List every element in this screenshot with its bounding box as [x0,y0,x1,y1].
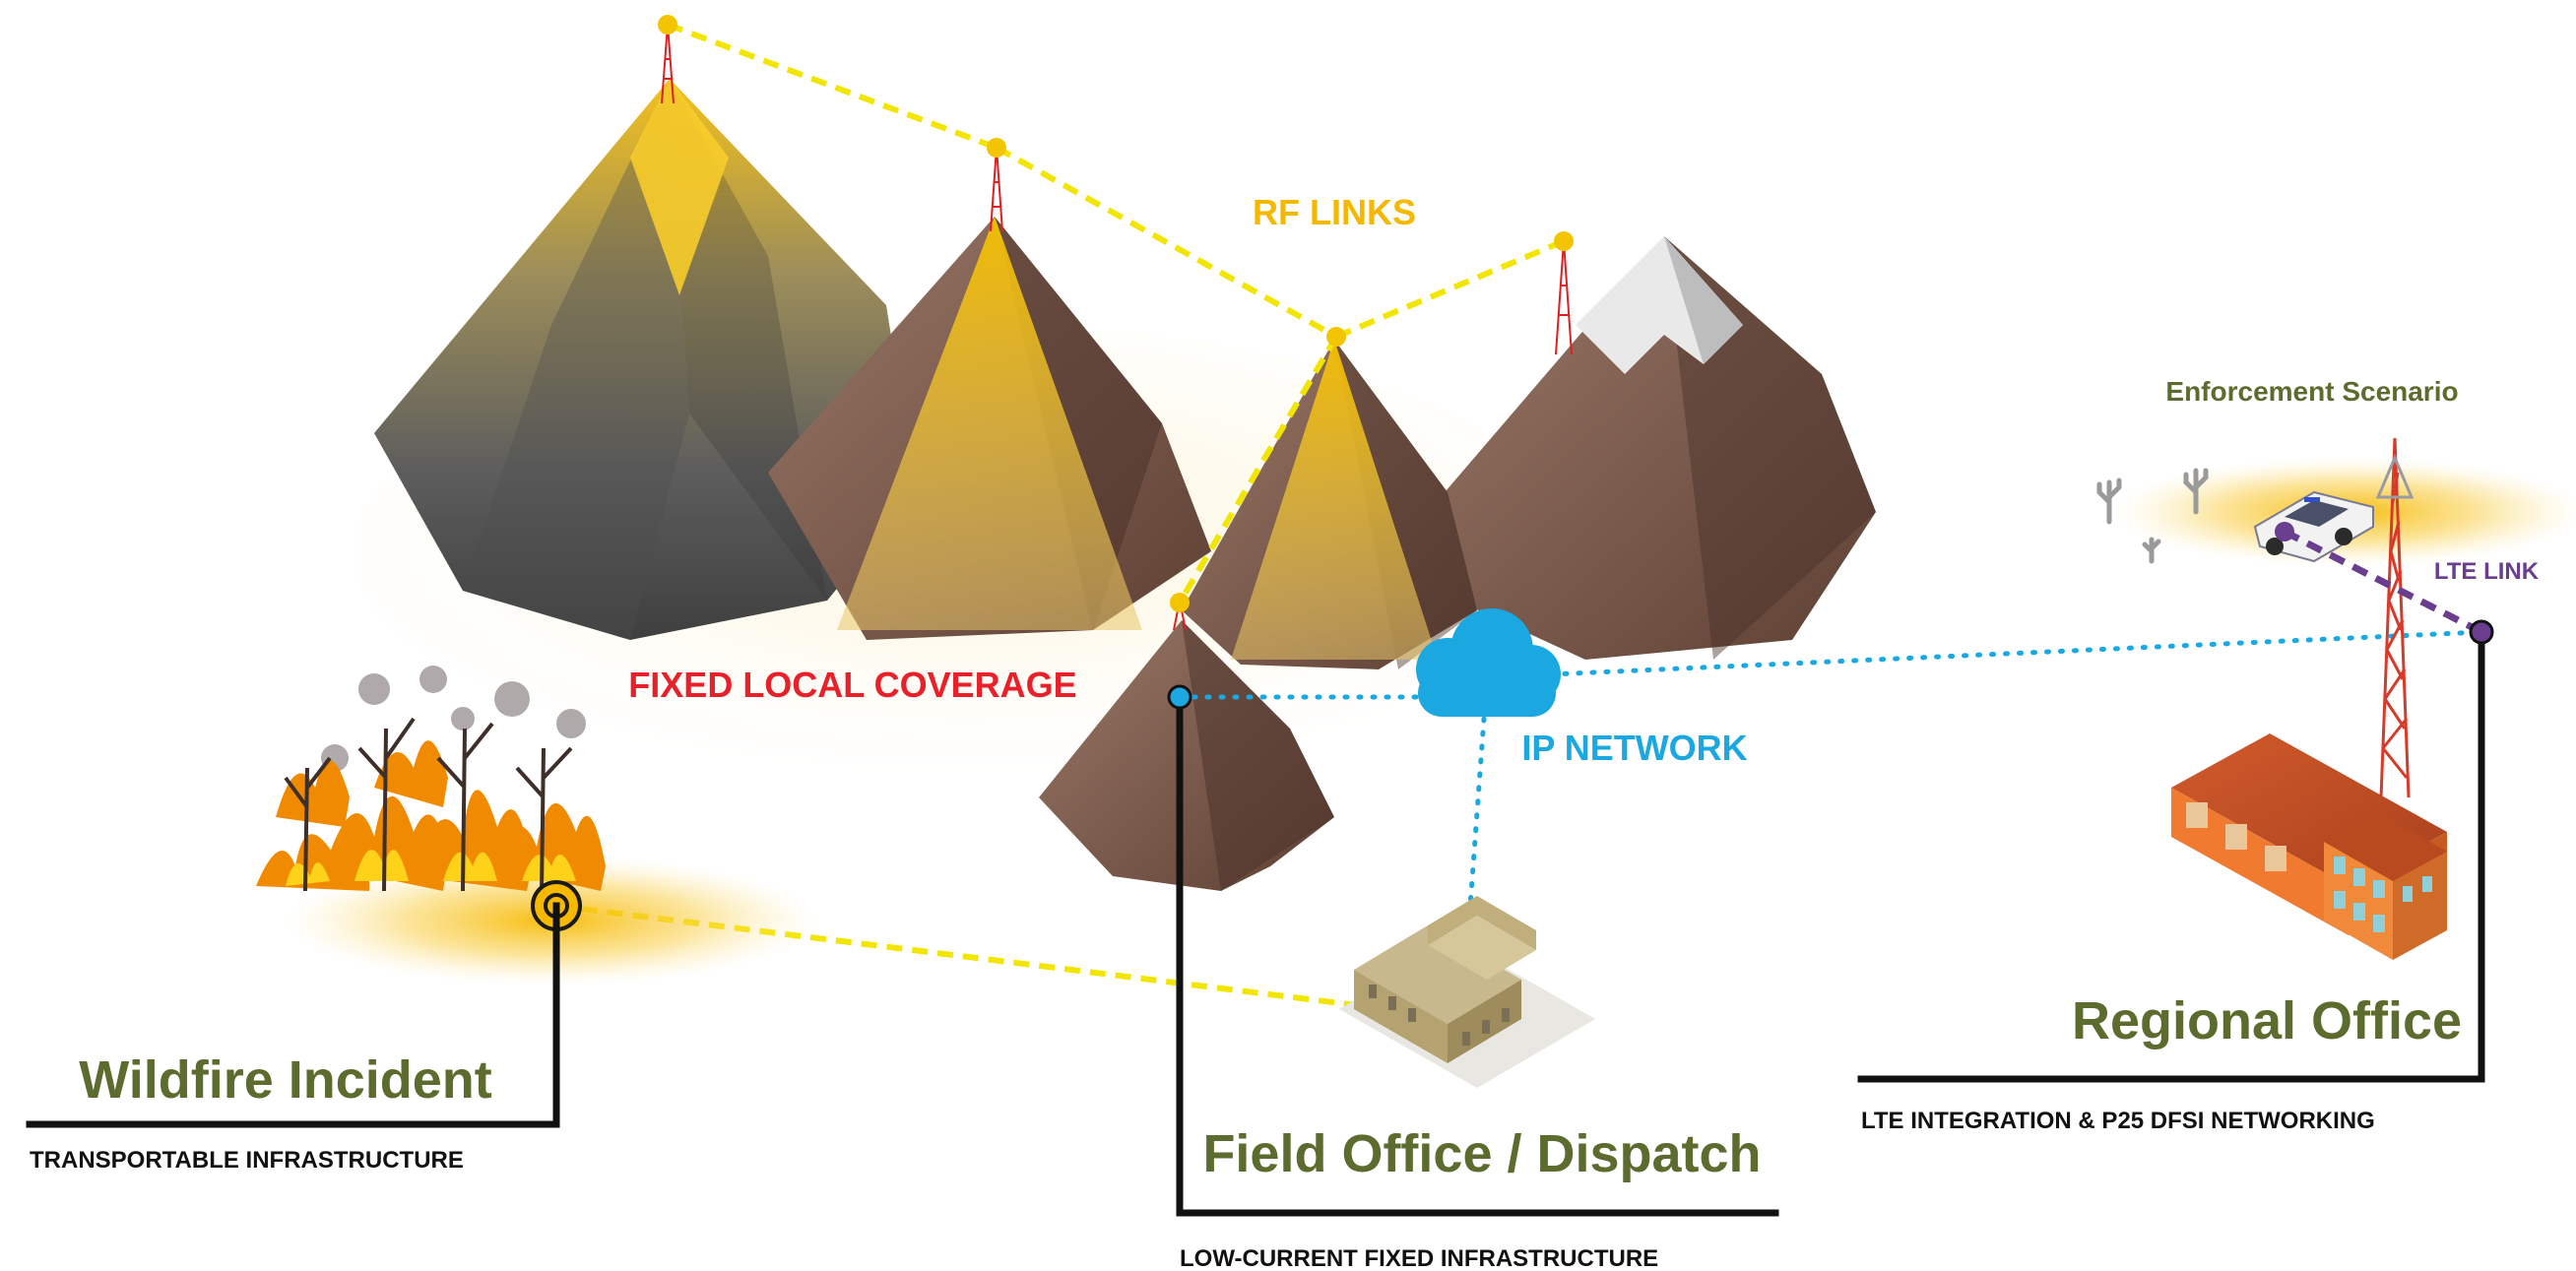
enforcement-scenario-label: Enforcement Scenario [2165,376,2458,407]
lte-link-label: LTE LINK [2434,558,2540,585]
field-office-subtitle: LOW-CURRENT FIXED INFRASTRUCTURE [1180,1245,1658,1271]
cloud-icon [1416,608,1561,717]
lte-tower-icon [2375,437,2415,798]
lte-link [2275,522,2494,645]
rf-links [555,22,1566,1017]
field-office-building-icon [1339,896,1595,1088]
ip-network-label: IP NETWORK [1521,728,1747,768]
wildfire-incident-subtitle: TRANSPORTABLE INFRASTRUCTURE [30,1147,464,1174]
mountain-snow-peak [1428,236,1876,660]
fixed-local-coverage-label: FIXED LOCAL COVERAGE [628,665,1076,705]
regional-office-building-icon [2171,733,2447,960]
mountain-small-front [1039,620,1334,891]
cactus-icon [2096,468,2209,564]
rf-link-node-icon [658,15,1574,1023]
regional-office-subtitle: LTE INTEGRATION & P25 DFSI NETWORKING [1861,1108,2375,1134]
field-office-title: Field Office / Dispatch [1202,1124,1761,1183]
rf-links-label: RF LINKS [1253,192,1416,232]
police-car-icon [2253,490,2374,563]
regional-office-title: Regional Office [2072,991,2462,1050]
connector-lines [26,628,2485,1217]
mountain-middle [1182,340,1477,669]
wildfire-icon [256,666,606,892]
mountain-brown-2 [768,217,1211,640]
wildfire-incident-title: Wildfire Incident [79,1050,492,1110]
